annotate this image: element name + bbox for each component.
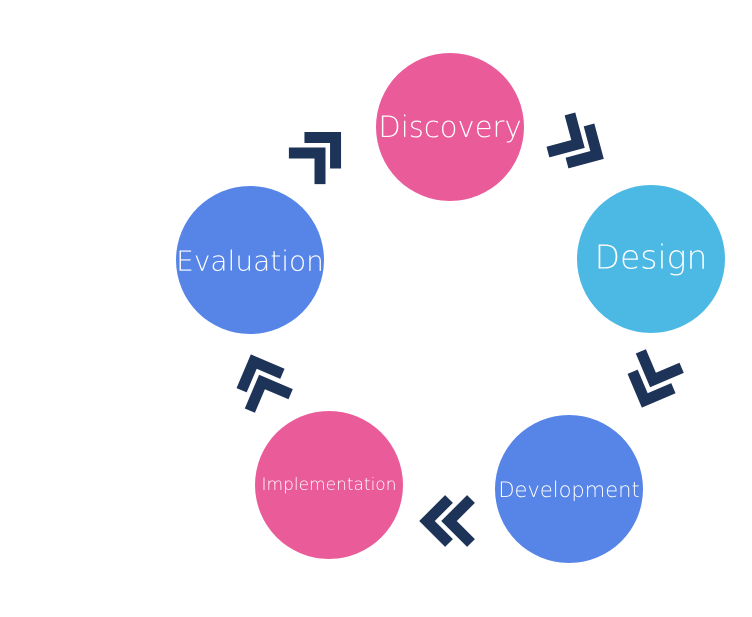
double-chevron-icon (236, 354, 293, 413)
connector-design-to-development (627, 349, 684, 408)
node-design-circle (577, 185, 725, 333)
node-development-label: Development (498, 478, 639, 502)
double-chevron-icon (419, 495, 475, 547)
connector-implementation-to-evaluation (236, 354, 293, 413)
node-development-circle (495, 415, 643, 563)
node-implementation-label: Implementation (262, 475, 397, 495)
node-implementation-circle (255, 411, 403, 559)
node-development: Development (495, 415, 643, 563)
node-design-label: Design (595, 238, 708, 277)
node-discovery-circle (376, 53, 524, 201)
node-evaluation-circle (176, 186, 324, 334)
node-implementation: Implementation (255, 411, 403, 559)
connector-evaluation-to-discovery (288, 131, 342, 185)
node-design: Design (577, 185, 725, 333)
node-discovery: Discovery (376, 53, 524, 201)
double-chevron-icon (627, 349, 684, 408)
double-chevron-icon (546, 112, 604, 169)
node-discovery-label: Discovery (378, 110, 521, 144)
node-evaluation: Evaluation (176, 186, 324, 334)
connector-development-to-implementation (419, 495, 475, 547)
connector-discovery-to-design (546, 112, 604, 169)
double-chevron-icon (288, 131, 342, 185)
node-evaluation-label: Evaluation (176, 245, 324, 278)
